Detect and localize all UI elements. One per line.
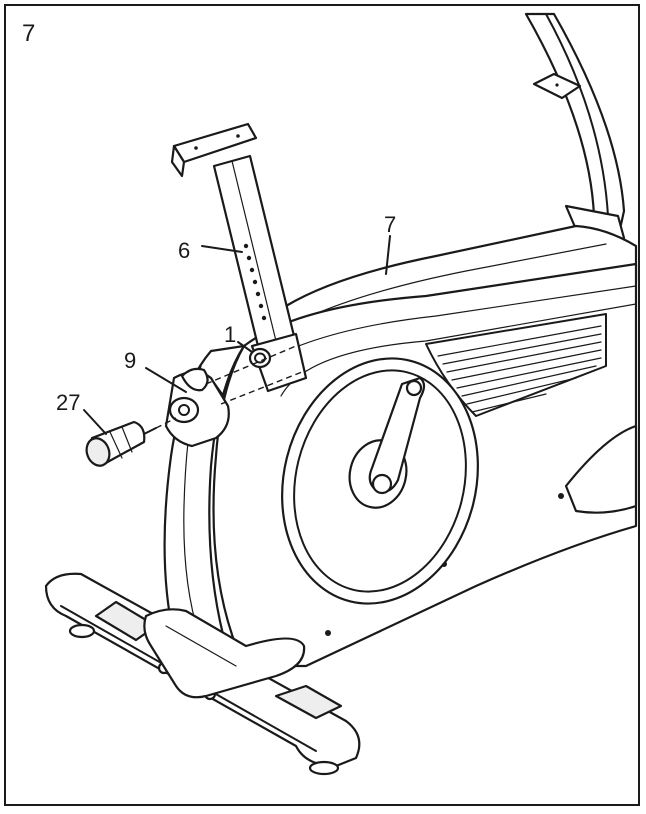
pop-pin-knob bbox=[85, 420, 157, 467]
callout-part-1: 1 bbox=[224, 322, 236, 347]
diagram-frame: 7 bbox=[4, 4, 640, 806]
seat-bracket bbox=[172, 122, 258, 164]
frame-foot bbox=[143, 608, 306, 699]
vent-slats bbox=[437, 325, 602, 413]
seat-post-adjustment-holes bbox=[243, 243, 267, 321]
seat-post bbox=[170, 122, 296, 348]
exercise-bike-assembly-diagram: 6 7 1 9 27 bbox=[44, 12, 638, 776]
leader-lines bbox=[83, 235, 391, 435]
flywheel-cover bbox=[281, 357, 479, 605]
rear-stabilizer-cap bbox=[564, 424, 638, 514]
step-number: 7 bbox=[22, 20, 36, 47]
callout-part-6: 6 bbox=[178, 238, 190, 263]
callout-part-9: 9 bbox=[124, 348, 136, 373]
callout-part-27: 27 bbox=[56, 390, 80, 415]
callout-part-7: 7 bbox=[384, 212, 396, 237]
assembly-dashed-lines bbox=[155, 345, 303, 429]
handlebar-upright bbox=[524, 12, 626, 248]
seat-collar bbox=[248, 332, 308, 393]
